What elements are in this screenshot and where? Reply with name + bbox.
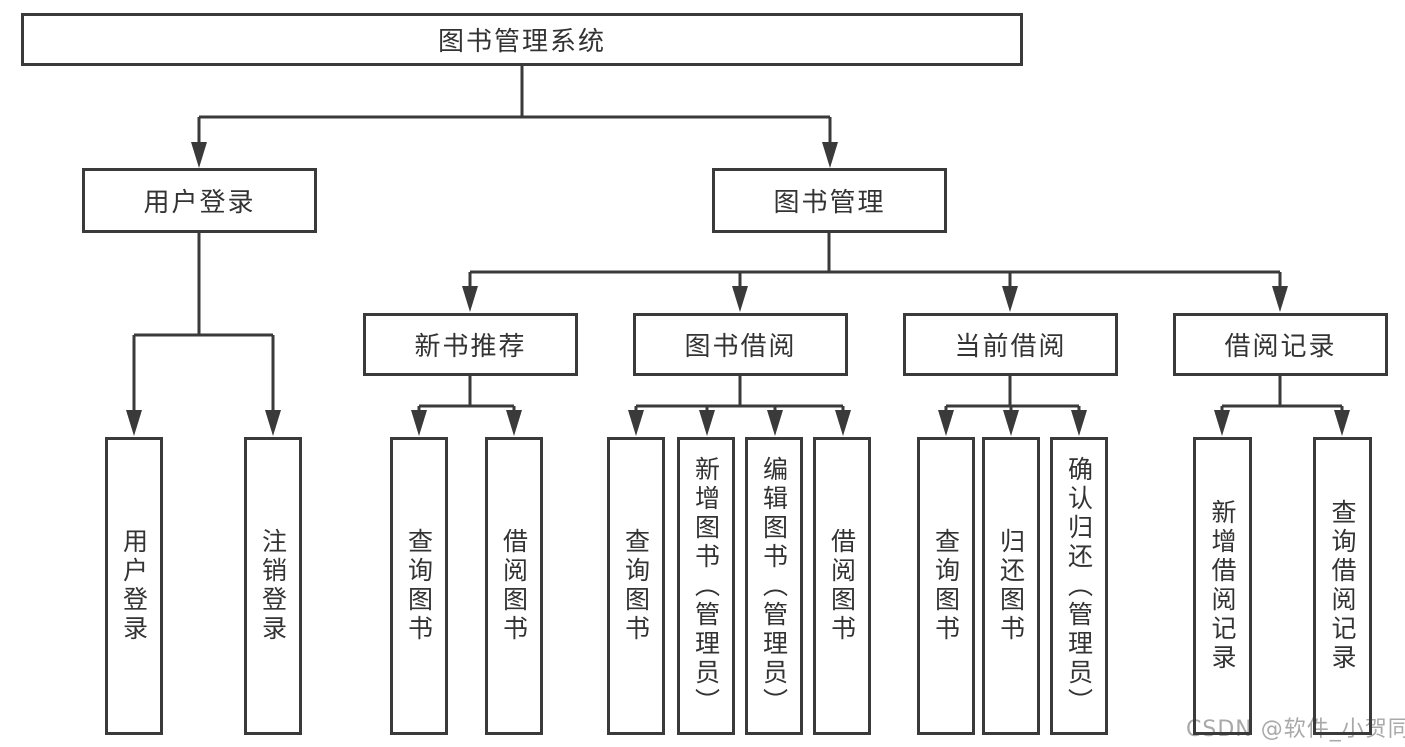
leaf-return-book: 归还图书 xyxy=(982,437,1040,735)
node-label: 查询图书 xyxy=(931,528,961,644)
node-label: 用户登录 xyxy=(143,188,256,218)
node-borrowing-records: 借阅记录 xyxy=(1173,313,1388,376)
leaf-query-books-borrow: 查询图书 xyxy=(607,437,665,735)
node-label: 新增借阅记录 xyxy=(1208,499,1237,673)
leaf-confirm-return-admin: 确认归还（管理员） xyxy=(1050,437,1108,735)
connector-paths xyxy=(132,66,1344,414)
leaf-add-book-admin: 新增图书（管理员） xyxy=(677,437,735,735)
node-label: 查询图书 xyxy=(621,528,651,644)
node-label: 新增图书（管理员） xyxy=(691,455,721,717)
leaf-borrow-books: 借阅图书 xyxy=(813,437,871,735)
leaf-query-borrow-record: 查询借阅记录 xyxy=(1313,437,1372,735)
node-label: 图书管理系统 xyxy=(437,27,606,57)
leaf-logout: 注销登录 xyxy=(244,437,302,735)
node-root-system: 图书管理系统 xyxy=(21,13,1023,66)
node-label: 借阅图书 xyxy=(499,528,529,644)
node-label: 借阅记录 xyxy=(1224,332,1337,362)
node-label: 注销登录 xyxy=(258,528,288,644)
node-book-borrowing: 图书借阅 xyxy=(633,313,848,376)
node-user-login: 用户登录 xyxy=(82,168,317,233)
node-label: 归还图书 xyxy=(996,528,1026,644)
node-label: 用户登录 xyxy=(119,528,149,644)
node-label: 借阅图书 xyxy=(827,528,857,644)
node-label: 新书推荐 xyxy=(414,332,527,362)
node-label: 图书管理 xyxy=(773,188,886,218)
node-current-borrowing: 当前借阅 xyxy=(903,313,1118,376)
node-label: 图书借阅 xyxy=(684,332,797,362)
leaf-add-borrow-record: 新增借阅记录 xyxy=(1193,437,1252,735)
leaf-user-login: 用户登录 xyxy=(105,437,163,735)
watermark: CSDN @软件_小贺同学 xyxy=(1186,717,1405,742)
node-new-book-recommend: 新书推荐 xyxy=(363,313,578,376)
node-label: 确认归还（管理员） xyxy=(1064,455,1094,717)
node-label: 编辑图书（管理员） xyxy=(759,455,789,717)
node-label: 当前借阅 xyxy=(954,332,1067,362)
node-label: 查询图书 xyxy=(404,528,434,644)
leaf-edit-book-admin: 编辑图书（管理员） xyxy=(745,437,803,735)
leaf-borrow-books-recommend: 借阅图书 xyxy=(485,437,543,735)
leaf-query-books-current: 查询图书 xyxy=(917,437,975,735)
leaf-query-books-recommend: 查询图书 xyxy=(390,437,448,735)
arrowheads xyxy=(126,142,1350,436)
node-book-management: 图书管理 xyxy=(712,168,947,233)
node-label: 查询借阅记录 xyxy=(1328,499,1357,673)
